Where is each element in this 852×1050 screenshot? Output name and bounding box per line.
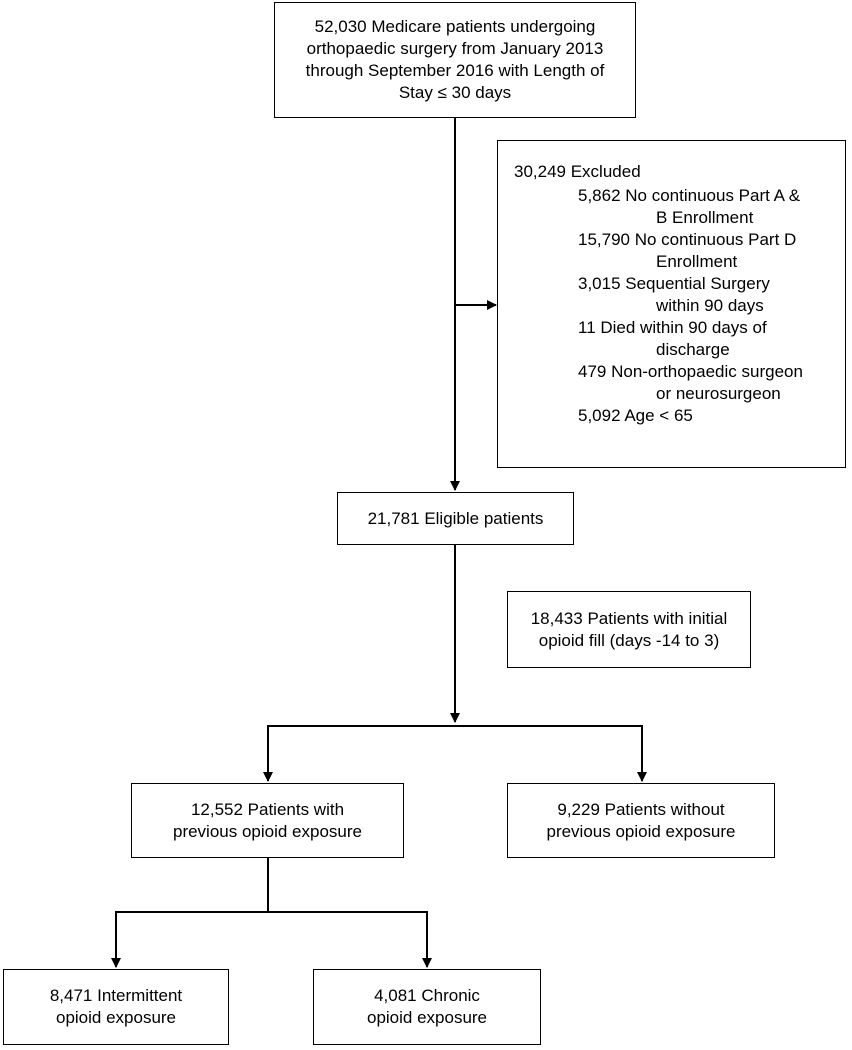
initial-fill-box: 18,433 Patients with initial opioid fill… [507,591,751,668]
chronic-line: 4,081 Chronic [374,986,480,1005]
excluded-heading: 30,249 Excluded [514,162,641,181]
cohort-line: Stay ≤ 30 days [398,83,512,102]
exclusion-item: 11 Died within 90 days of discharge [578,317,803,361]
cohort-line: through September 2016 with Length of [305,61,605,80]
chronic-box: 4,081 Chronic opioid exposure [313,969,541,1045]
intermittent-line: opioid exposure [55,1008,177,1027]
eligible-line: 21,781 Eligible patients [367,508,544,528]
intermittent-box: 8,471 Intermittent opioid exposure [3,969,229,1045]
chronic-line: opioid exposure [366,1008,488,1027]
previous-exposure-box: 12,552 Patients with previous opioid exp… [131,783,404,858]
initial-fill-line: 18,433 Patients with initial [530,608,728,628]
exclusion-item: 5,862 No continuous Part A & B Enrollmen… [578,185,803,229]
excluded-box: 30,249 Excluded 5,862 No continuous Part… [497,140,846,468]
cohort-box: 52,030 Medicare patients undergoing orth… [274,2,636,118]
exclusion-line: 15,790 No continuous Part D [578,230,797,249]
exclusion-line-cont: discharge [656,340,730,359]
exclusion-line: 5,862 No continuous Part A & [578,186,801,205]
exclusion-item: 479 Non-orthopaedic surgeon or neurosurg… [578,361,803,405]
previous-exposure-line: 12,552 Patients with [190,799,345,819]
exclusion-item: 3,015 Sequential Surgery within 90 days [578,273,803,317]
cohort-line: 52,030 Medicare patients undergoing [314,17,596,36]
intermittent-line: 8,471 Intermittent [49,986,183,1005]
exclusion-line: 5,092 Age < 65 [578,406,693,425]
cohort-line: orthopaedic surgery from January 2013 [306,39,604,58]
exclusion-item: 15,790 No continuous Part D Enrollment [578,229,803,273]
exclusion-item: 5,092 Age < 65 [578,405,803,427]
exclusion-line-cont: within 90 days [656,296,764,315]
exclusion-line: 479 Non-orthopaedic surgeon [578,362,803,381]
exclusion-list: 5,862 No continuous Part A & B Enrollmen… [578,185,803,427]
exclusion-line-cont: Enrollment [656,252,738,271]
initial-fill-line: opioid fill (days -14 to 3) [538,630,720,650]
exclusion-line: 11 Died within 90 days of [578,318,767,337]
no-previous-exposure-line: previous opioid exposure [546,821,736,841]
exclusion-line-cont: B Enrollment [656,208,754,227]
previous-exposure-line: previous opioid exposure [172,821,362,841]
eligible-box: 21,781 Eligible patients [337,492,574,545]
no-previous-exposure-box: 9,229 Patients without previous opioid e… [507,783,775,858]
exclusion-line: 3,015 Sequential Surgery [578,274,770,293]
exclusion-line-cont: or neurosurgeon [656,384,781,403]
no-previous-exposure-line: 9,229 Patients without [557,799,725,819]
